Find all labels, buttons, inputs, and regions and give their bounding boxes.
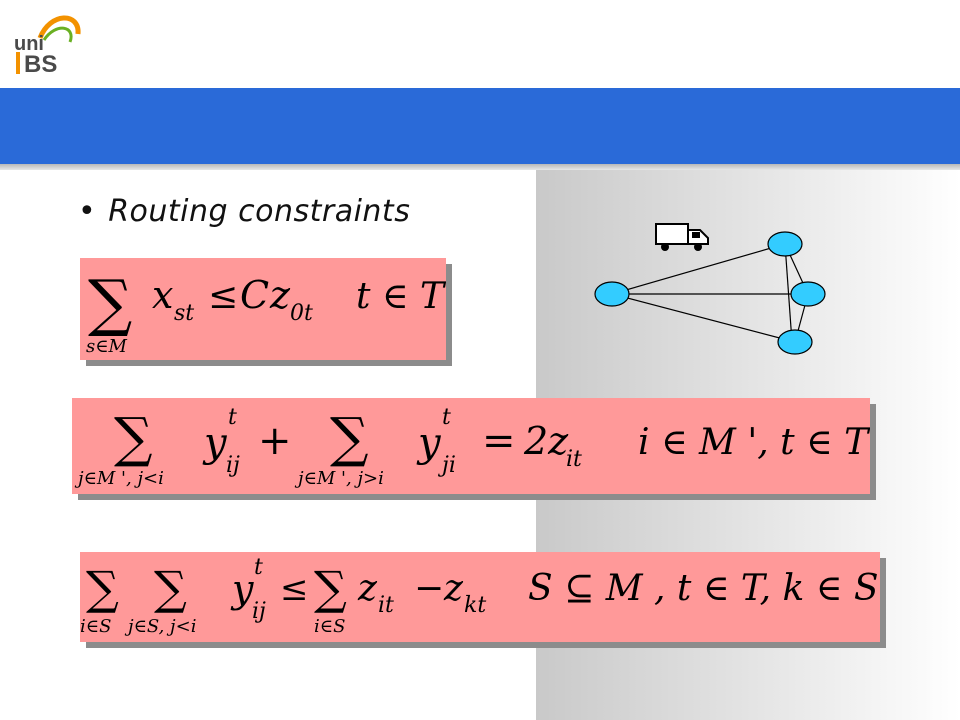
domain-text: S ⊆ M , t ∈ T, k ∈ S xyxy=(528,568,879,609)
sum-subscript-2: j∈M ', j>i xyxy=(294,468,384,489)
bullet-heading: • Routing constraints xyxy=(78,194,410,229)
var-y-2-subscript: ji xyxy=(437,453,456,478)
title-banner xyxy=(0,88,960,164)
minus-symbol: − xyxy=(414,568,444,609)
var-y-subscript: ij xyxy=(252,599,266,624)
graph-node-bottom xyxy=(777,329,813,355)
routing-graph xyxy=(580,214,840,364)
var-z-subscript: 0t xyxy=(290,301,313,326)
sum-subscript-1: i∈S xyxy=(80,616,111,637)
sum-symbol-1: ∑ xyxy=(86,561,119,615)
var-y-superscript: t xyxy=(254,555,263,580)
sum-subscript-2: j∈S, j<i xyxy=(124,616,196,637)
graph-edges xyxy=(611,243,809,343)
logo-bottom-text: BS xyxy=(24,51,57,78)
leq-symbol: ≤ xyxy=(208,276,238,317)
bullet-text: Routing constraints xyxy=(108,194,411,229)
var-y-2: y xyxy=(416,420,442,466)
const-c: C xyxy=(240,273,269,317)
sum-subscript-1: j∈M ', j<i xyxy=(74,468,164,489)
var-z-2-subscript: kt xyxy=(464,593,486,618)
truck-icon xyxy=(655,223,709,251)
sum-symbol-2: ∑ xyxy=(154,561,187,615)
graph-node-middle xyxy=(790,281,826,307)
sum-symbol: ∑ xyxy=(88,266,132,339)
var-z-1-subscript: it xyxy=(378,593,394,618)
domain-text: i ∈ M ', t ∈ T xyxy=(638,422,870,463)
equation-box-degree: ∑ j∈M ', j<i y t ij + ∑ j∈M ', j>i y t j… xyxy=(72,398,870,494)
var-x-subscript: st xyxy=(174,301,194,326)
leq-symbol: ≤ xyxy=(280,569,309,609)
graph-node-depot xyxy=(594,281,630,307)
plus-symbol: + xyxy=(258,418,292,464)
var-z: z xyxy=(269,273,291,317)
sum-subscript-3: i∈S xyxy=(314,616,345,637)
var-x: x xyxy=(152,273,173,317)
sum-symbol-2: ∑ xyxy=(330,406,369,469)
domain-text: t ∈ T xyxy=(356,276,446,317)
equation-box-subtour: ∑ i∈S ∑ j∈S, j<i y t ij ≤ ∑ i∈S z it − z… xyxy=(80,552,880,642)
logo-top-text: uni xyxy=(14,33,44,55)
unibs-logo: uni BS xyxy=(10,8,90,80)
sum-subscript: s∈M xyxy=(86,336,128,357)
rhs-2z: 2z xyxy=(523,419,569,463)
bullet-dot: • xyxy=(78,194,97,229)
var-y-1: y xyxy=(202,420,228,466)
var-y-2-superscript: t xyxy=(442,405,451,430)
var-y-1-subscript: ij xyxy=(226,453,240,478)
equals-symbol: = xyxy=(482,418,516,464)
graph-node-top xyxy=(767,231,803,257)
sum-symbol-3: ∑ xyxy=(314,561,347,615)
equation-box-capacity: ∑ s∈M x st ≤ C z 0t t ∈ T xyxy=(80,258,446,360)
sum-symbol-1: ∑ xyxy=(114,406,153,469)
var-y-1-superscript: t xyxy=(228,405,237,430)
rhs-subscript: it xyxy=(566,447,582,472)
logo-graphic: uni BS xyxy=(14,15,81,78)
banner-shadow xyxy=(0,164,960,170)
var-y: y xyxy=(230,567,254,611)
var-z-2: z xyxy=(443,568,464,609)
var-z-1: z xyxy=(357,568,378,609)
